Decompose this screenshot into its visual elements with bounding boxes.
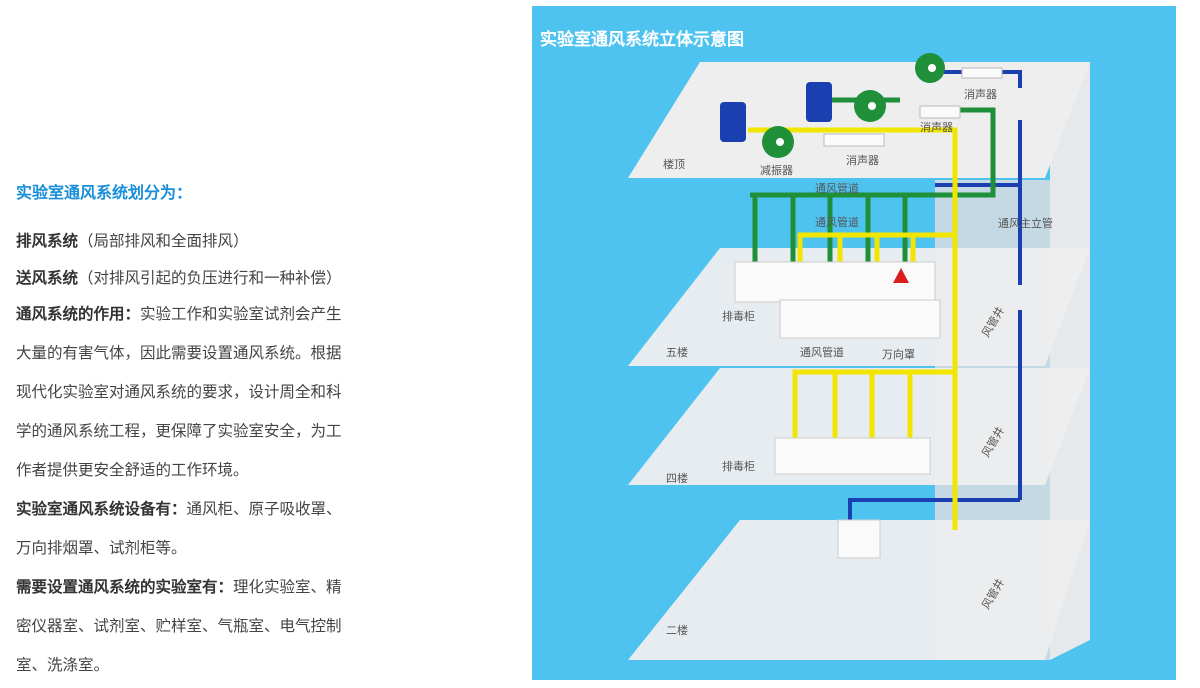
roof-floor [628,62,1090,178]
label-silencer: 消声器 [846,153,879,167]
fume-cabinets-4f [774,437,931,475]
fan-icon [762,126,794,158]
role-line: 通风系统的作用：实验工作和实验室试剂会产生 [16,305,342,323]
label-duct: 通风管道 [815,215,859,229]
label-duct: 通风管道 [815,181,859,195]
role-line: 作者提供更安全舒适的工作环境。 [16,461,249,479]
equipment-line: 实验室通风系统设备有：通风柜、原子吸收罩、 [16,500,342,518]
label-roof: 楼顶 [663,157,685,171]
label-main-riser: 通风主立管 [998,216,1053,230]
labs-line: 室、洗涤室。 [16,656,110,674]
right-wall [1050,62,1090,660]
fourth-floor [628,368,1090,485]
role-line: 大量的有害气体，因此需要设置通风系统。根据 [16,344,342,362]
label-floor-5: 五楼 [666,345,688,359]
description-text: 实验室通风系统划分为： 排风系统（局部排风和全面排风） 送风系统（对排风引起的负… [16,180,496,685]
diagram-title: 实验室通风系统立体示意图 [540,29,744,50]
label-silencer: 消声器 [964,87,997,101]
role-line: 学的通风系统工程，更保障了实验室安全，为工 [16,422,342,440]
water-tank-icon [720,102,746,142]
ventilation-diagram: 实验室通风系统立体示意图 [532,6,1176,680]
second-floor [628,520,1090,660]
label-floor-4: 四楼 [666,471,688,485]
equipment-line: 万向排烟罩、试剂柜等。 [16,539,187,557]
fan-icon [915,53,945,83]
silencer-icon [919,105,961,119]
labs-line: 密仪器室、试剂室、贮样室、气瓶室、电气控制 [16,617,342,635]
label-fume-cabinet: 排毒柜 [722,309,755,323]
section-heading: 实验室通风系统划分为： [16,183,193,202]
label-universal-hood: 万向罩 [882,347,915,361]
label-duct: 通风管道 [800,345,844,359]
silencer-icon [961,67,1003,79]
water-tank-icon [806,82,832,122]
silencer-icon [823,133,885,147]
label-fume-cabinet: 排毒柜 [722,459,755,473]
fume-cabinets-5f [734,261,941,339]
exhaust-duct [750,97,996,268]
equipment-box [837,519,881,559]
labs-line: 需要设置通风系统的实验室有：理化实验室、精 [16,578,342,596]
label-floor-2: 二楼 [666,623,688,637]
role-line: 现代化实验室对通风系统的要求，设计周全和科 [16,383,342,401]
label-silencer: 消声器 [920,120,953,134]
universal-hood-icon [893,268,909,283]
ventilation-diagram-svg: 实验室通风系统立体示意图 [540,29,1090,660]
exhaust-system-line: 排风系统（局部排风和全面排风） [16,232,249,250]
supply-system-line: 送风系统（对排风引起的负压进行和一种补偿） [16,269,342,287]
label-damper: 减振器 [760,163,793,177]
fan-icon [854,90,886,122]
